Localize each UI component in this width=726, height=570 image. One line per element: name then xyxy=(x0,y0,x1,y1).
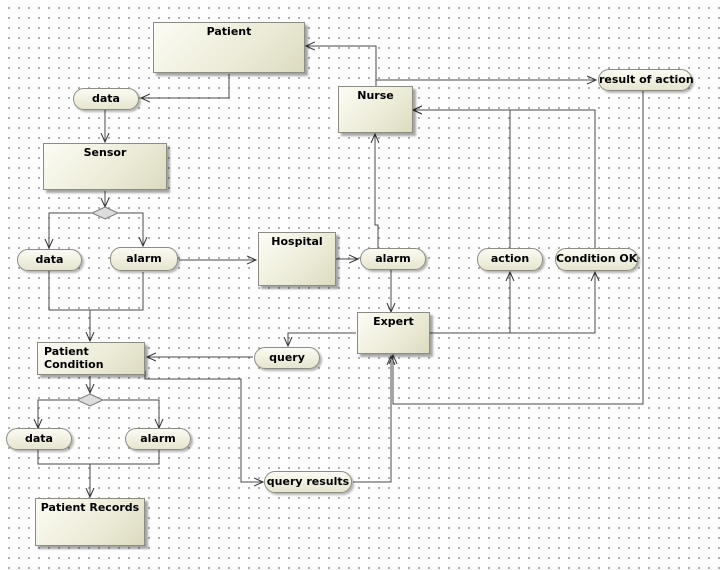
patient-condition-label: Patient Condition xyxy=(44,345,104,371)
edge-decision2-to-data xyxy=(38,399,77,428)
action-object[interactable]: action xyxy=(477,248,543,271)
decision-node-lower xyxy=(75,393,105,407)
edge-condition-to-queryresults xyxy=(144,371,263,482)
condition-ok-label: Condition OK xyxy=(556,252,638,265)
edge-expert-to-action xyxy=(430,272,510,334)
alarm-object-low-label: alarm xyxy=(140,432,176,445)
hospital-label: Hospital xyxy=(271,235,323,248)
edge-patient-to-data xyxy=(141,74,230,98)
patient-label: Patient xyxy=(206,25,252,38)
query-results-label: query results xyxy=(266,475,350,488)
patient-records-box[interactable]: Patient Records xyxy=(35,498,145,546)
expert-box[interactable]: Expert xyxy=(357,312,430,354)
data-object-top[interactable]: data xyxy=(73,88,139,110)
edge-expert-to-conditionok xyxy=(430,272,595,334)
data-object-mid-label: data xyxy=(35,253,64,266)
data-object-mid[interactable]: data xyxy=(17,249,82,271)
data-object-low-label: data xyxy=(25,432,53,445)
alarm-object-mid[interactable]: alarm xyxy=(110,247,178,271)
edge-alarmlow-to-records xyxy=(90,450,160,497)
edge-datalow-to-records xyxy=(37,450,90,465)
edge-result-to-expert xyxy=(393,91,644,405)
edge-decision-to-data xyxy=(49,212,92,248)
action-object-label: action xyxy=(490,252,530,265)
edge-action-to-nurse xyxy=(413,110,511,248)
alarm-object-low[interactable]: alarm xyxy=(125,428,191,450)
decision-node-upper xyxy=(90,206,120,220)
alarm-object-hospital-label: alarm xyxy=(375,252,411,265)
data-object-top-label: data xyxy=(92,92,120,105)
patient-condition-box[interactable]: Patient Condition xyxy=(37,342,145,375)
expert-label: Expert xyxy=(373,315,414,328)
edge-queryresults-to-expert xyxy=(353,356,391,483)
query-results-object[interactable]: query results xyxy=(264,471,352,493)
edge-alarm-to-condition xyxy=(90,272,144,341)
edge-data-to-condition xyxy=(48,270,90,311)
patient-box[interactable]: Patient xyxy=(153,22,305,73)
edge-nurse-to-patient xyxy=(306,46,377,86)
edge-decision2-to-alarm xyxy=(103,399,159,428)
sensor-box[interactable]: Sensor xyxy=(43,143,167,190)
edge-conditionok-to-nurse xyxy=(413,110,596,248)
query-object[interactable]: query xyxy=(254,347,320,369)
condition-ok-object[interactable]: Condition OK xyxy=(555,248,638,271)
patient-records-label: Patient Records xyxy=(40,501,140,514)
alarm-object-hospital[interactable]: alarm xyxy=(360,248,426,270)
result-of-action-label: result of action xyxy=(599,73,694,86)
hospital-box[interactable]: Hospital xyxy=(258,232,336,286)
data-object-low[interactable]: data xyxy=(6,428,72,450)
sensor-label: Sensor xyxy=(83,146,127,159)
result-of-action-object[interactable]: result of action xyxy=(598,69,694,91)
alarm-object-mid-label: alarm xyxy=(126,252,162,265)
edge-decision-to-alarm xyxy=(118,212,143,246)
edge-expert-to-query xyxy=(288,332,356,346)
nurse-label: Nurse xyxy=(357,89,394,102)
query-object-label: query xyxy=(269,351,305,364)
nurse-box[interactable]: Nurse xyxy=(338,86,413,133)
edge-alarm-to-nurse xyxy=(375,134,378,248)
